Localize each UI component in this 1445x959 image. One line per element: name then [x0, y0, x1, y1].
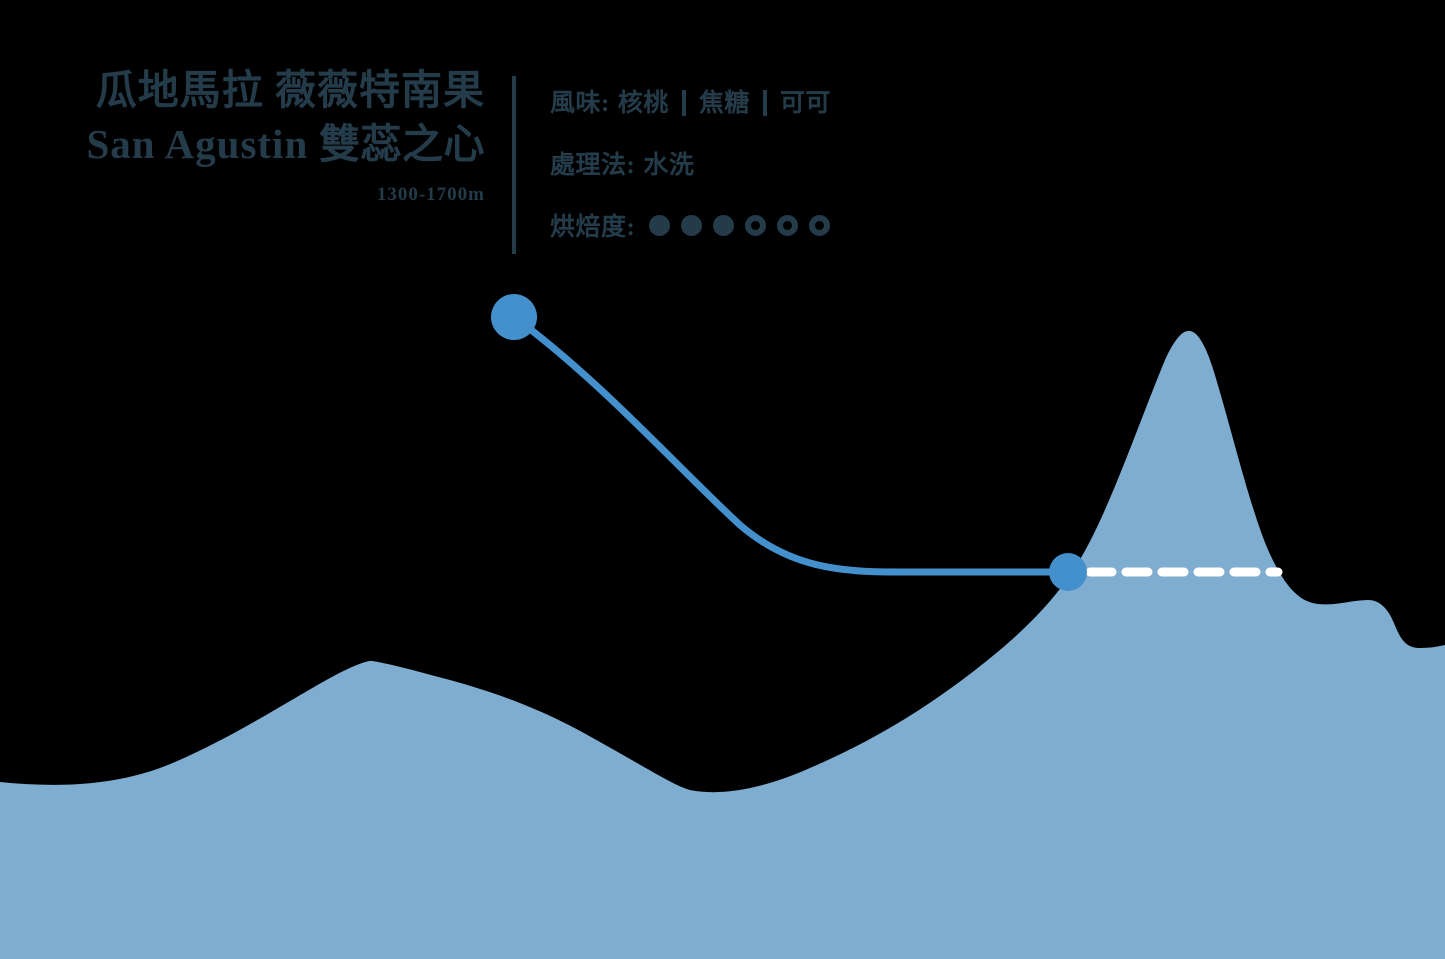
roast-row: 烘焙度: — [550, 202, 950, 248]
flavor-label: 風味: — [550, 90, 610, 117]
altitude-label: 1300-1700m — [376, 184, 485, 205]
farm-name-cn: 雙蕊之心 — [319, 121, 485, 167]
flavor-item: 可可 — [779, 90, 831, 117]
roast-dot-filled — [649, 214, 671, 236]
flavor-item: 焦糖 — [698, 90, 750, 117]
roast-dot-empty — [809, 214, 831, 236]
process-row: 處理法: 水洗 — [550, 140, 950, 186]
title-column: 瓜地馬拉 薇薇特南果 San Agustin 雙蕊之心 1300-1700m — [0, 64, 485, 210]
roast-dot-filled — [681, 214, 703, 236]
roast-dot-filled — [713, 214, 735, 236]
flavor-row: 風味: 核桃 焦糖 可可 — [550, 78, 950, 124]
roast-label: 烘焙度: — [550, 214, 636, 241]
roast-dot-empty — [777, 214, 799, 236]
process-value: 水洗 — [643, 152, 695, 179]
flavor-item: 核桃 — [617, 90, 669, 117]
meta-column: 風味: 核桃 焦糖 可可 處理法: 水洗 烘焙度: — [550, 78, 950, 264]
flavor-separator — [681, 90, 686, 116]
roast-level-meter — [649, 214, 841, 236]
terrain-area-path — [0, 330, 1445, 959]
origin-title: 瓜地馬拉 薇薇特南果 — [95, 67, 485, 113]
flavor-separator — [762, 90, 767, 116]
vertical-divider — [512, 76, 516, 254]
process-label: 處理法: — [550, 152, 636, 179]
roast-dot-empty — [745, 214, 767, 236]
card-header: 瓜地馬拉 薇薇特南果 San Agustin 雙蕊之心 1300-1700m 風… — [0, 64, 960, 264]
flavor-values: 核桃 焦糖 可可 — [618, 83, 831, 119]
farm-name-latin: San Agustin — [86, 121, 309, 167]
farm-title: San Agustin 雙蕊之心 — [0, 116, 485, 172]
